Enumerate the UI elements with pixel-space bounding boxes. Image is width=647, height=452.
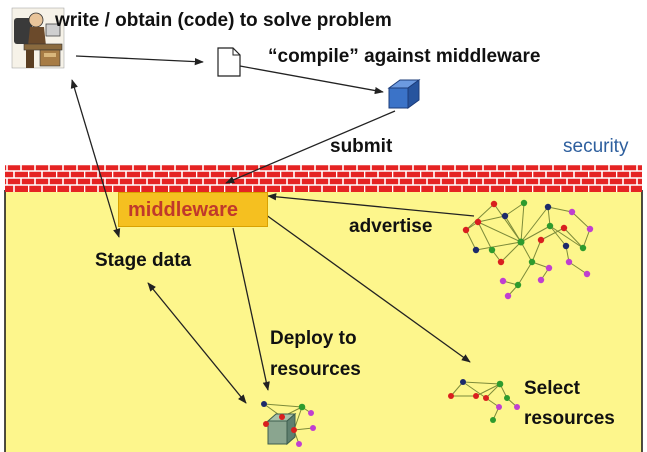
programmer-at-desk-icon (11, 7, 65, 69)
select-label-line1: Select (524, 378, 580, 399)
document-icon (217, 47, 241, 77)
stage-data-label: Stage data (95, 250, 192, 271)
middleware-label: middleware (128, 199, 239, 221)
compile-label: “compile” against middleware (268, 46, 541, 67)
arrow-stage-to-deploy (147, 282, 247, 404)
select-label-line2: resources (524, 408, 615, 429)
arrow-submit (225, 110, 396, 184)
arrow-select (261, 211, 471, 363)
middleware-box (118, 192, 268, 227)
cube-icon (387, 79, 421, 109)
deployed-resources-network-icon (261, 401, 316, 447)
arrow-stage-to-user (70, 79, 121, 238)
resource-network-icon (462, 199, 594, 300)
submit-label: submit (330, 136, 393, 157)
selected-resources-network-icon (448, 379, 520, 423)
deploy-label-line1: Deploy to (270, 328, 357, 349)
advertise-label: advertise (349, 216, 433, 237)
flow-arrows (70, 55, 475, 404)
write-code-label: write / obtain (code) to solve problem (55, 10, 392, 31)
security-label: security (563, 136, 629, 157)
arrow-deploy (232, 227, 270, 391)
arrow-to-cube (239, 65, 384, 95)
deploy-label-line2: resources (270, 359, 361, 380)
arrow-to-document (75, 55, 204, 66)
firewall-wall (5, 164, 642, 192)
arrow-advertise (267, 193, 475, 217)
